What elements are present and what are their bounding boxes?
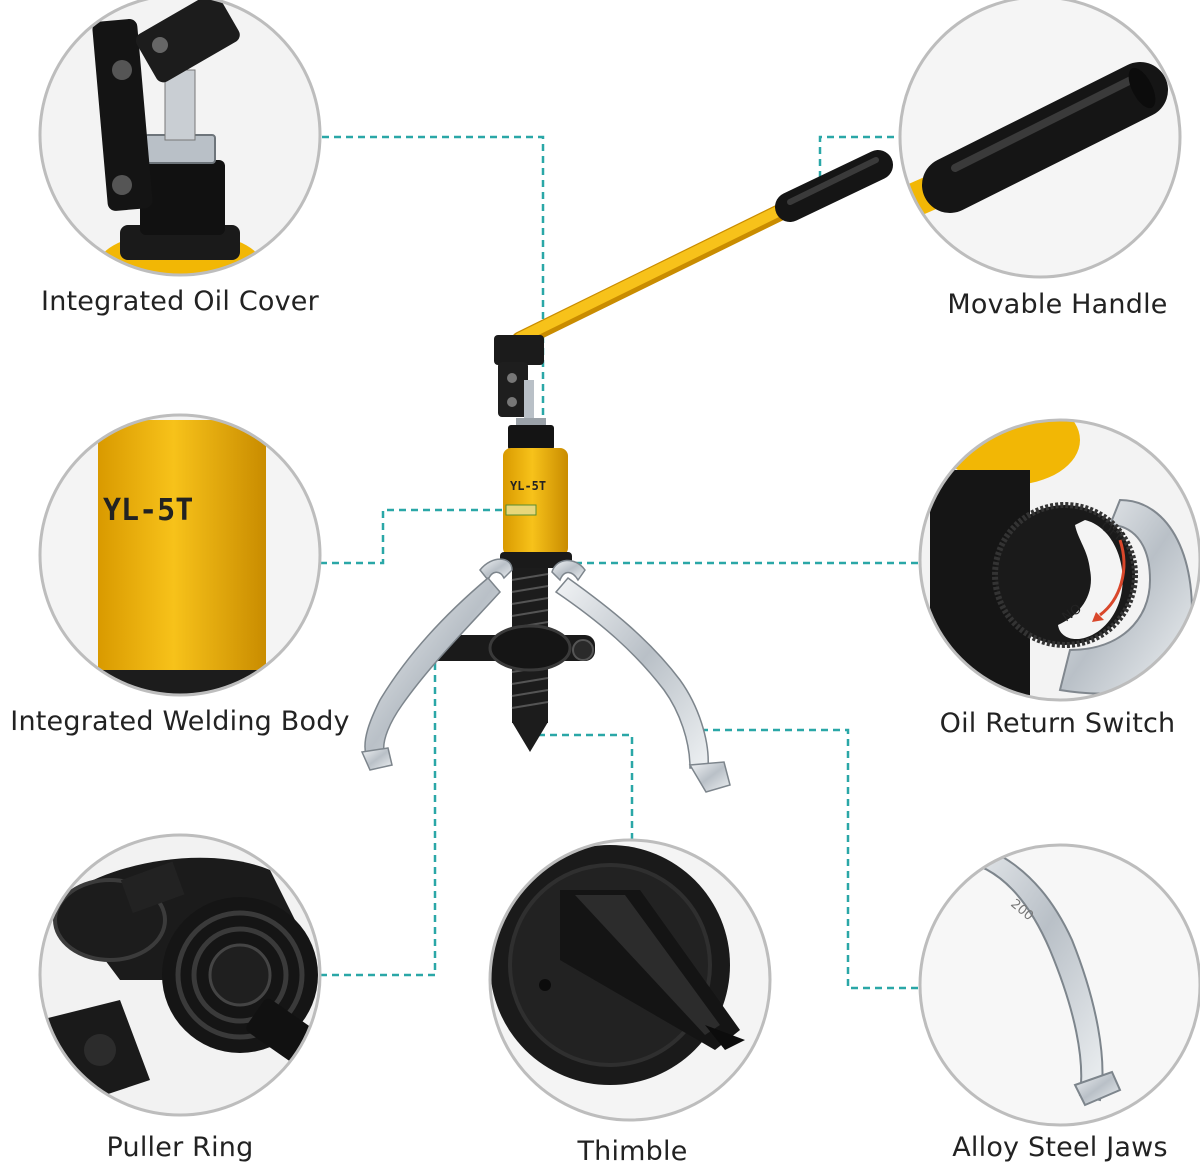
leader-thimble xyxy=(530,733,634,840)
label-return-switch: Oil Return Switch xyxy=(939,708,1176,739)
detail-welding-body: YL-5T xyxy=(38,413,322,697)
label-jaws: Alloy Steel Jaws xyxy=(952,1132,1168,1163)
leader-lines xyxy=(320,135,918,990)
detail-return-switch: OFF NO xyxy=(918,418,1200,702)
label-oil-cover: Integrated Oil Cover xyxy=(41,286,319,317)
puller-jaws xyxy=(360,558,731,793)
welding-body-model-marking: YL-5T xyxy=(103,493,193,528)
leader-puller-ring xyxy=(320,650,437,977)
label-puller-ring: Puller Ring xyxy=(106,1132,254,1163)
cylinder-model-marking: YL-5T xyxy=(510,479,546,493)
hydraulic-puller-main: YL-5T xyxy=(360,150,893,793)
detail-puller-ring xyxy=(38,833,322,1117)
leader-jaws xyxy=(695,728,918,990)
handle-grip-icon xyxy=(775,150,893,222)
leader-handle xyxy=(818,135,918,190)
label-handle: Movable Handle xyxy=(947,289,1168,320)
detail-jaws: 200 xyxy=(918,843,1200,1127)
leader-welding-body xyxy=(320,508,535,565)
detail-handle xyxy=(898,0,1182,279)
label-welding-body: Integrated Welding Body xyxy=(10,706,350,737)
leader-oil-cover xyxy=(322,135,545,430)
detail-oil-cover xyxy=(38,0,322,277)
detail-thimble xyxy=(488,838,772,1122)
label-thimble: Thimble xyxy=(577,1136,688,1167)
